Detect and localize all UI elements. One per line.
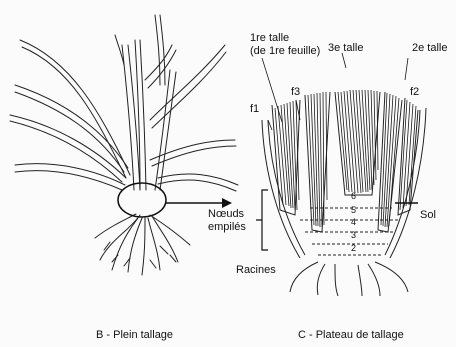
node-number: 5 bbox=[351, 204, 356, 216]
label-first-tiller: 1re talle bbox=[250, 32, 289, 44]
node-number: 4 bbox=[351, 216, 356, 228]
caption-panel-c: C - Plateau de tallage bbox=[298, 329, 404, 341]
label-first-tiller-sub: (de 1re feuille) bbox=[250, 45, 320, 57]
plant-drawing bbox=[10, 15, 238, 275]
label-second-tiller: 2e talle bbox=[412, 42, 447, 54]
node-number: 3 bbox=[351, 229, 356, 241]
label-sol: Sol bbox=[420, 209, 436, 221]
label-f2: f2 bbox=[410, 86, 419, 98]
label-empiles: empilés bbox=[208, 221, 246, 233]
nodes-bracket bbox=[256, 190, 268, 250]
tiller-striations bbox=[275, 90, 416, 227]
label-third-tiller: 3e talle bbox=[328, 42, 363, 54]
label-f3: f3 bbox=[291, 86, 300, 98]
label-racines: Racines bbox=[236, 264, 276, 276]
label-f1: f1 bbox=[250, 103, 259, 115]
crown-circle bbox=[118, 183, 166, 217]
label-noeuds: Nœuds bbox=[208, 208, 244, 220]
caption-panel-b: B - Plein tallage bbox=[96, 329, 173, 341]
node-number: 2 bbox=[351, 242, 356, 254]
node-number: 6 bbox=[351, 190, 356, 202]
